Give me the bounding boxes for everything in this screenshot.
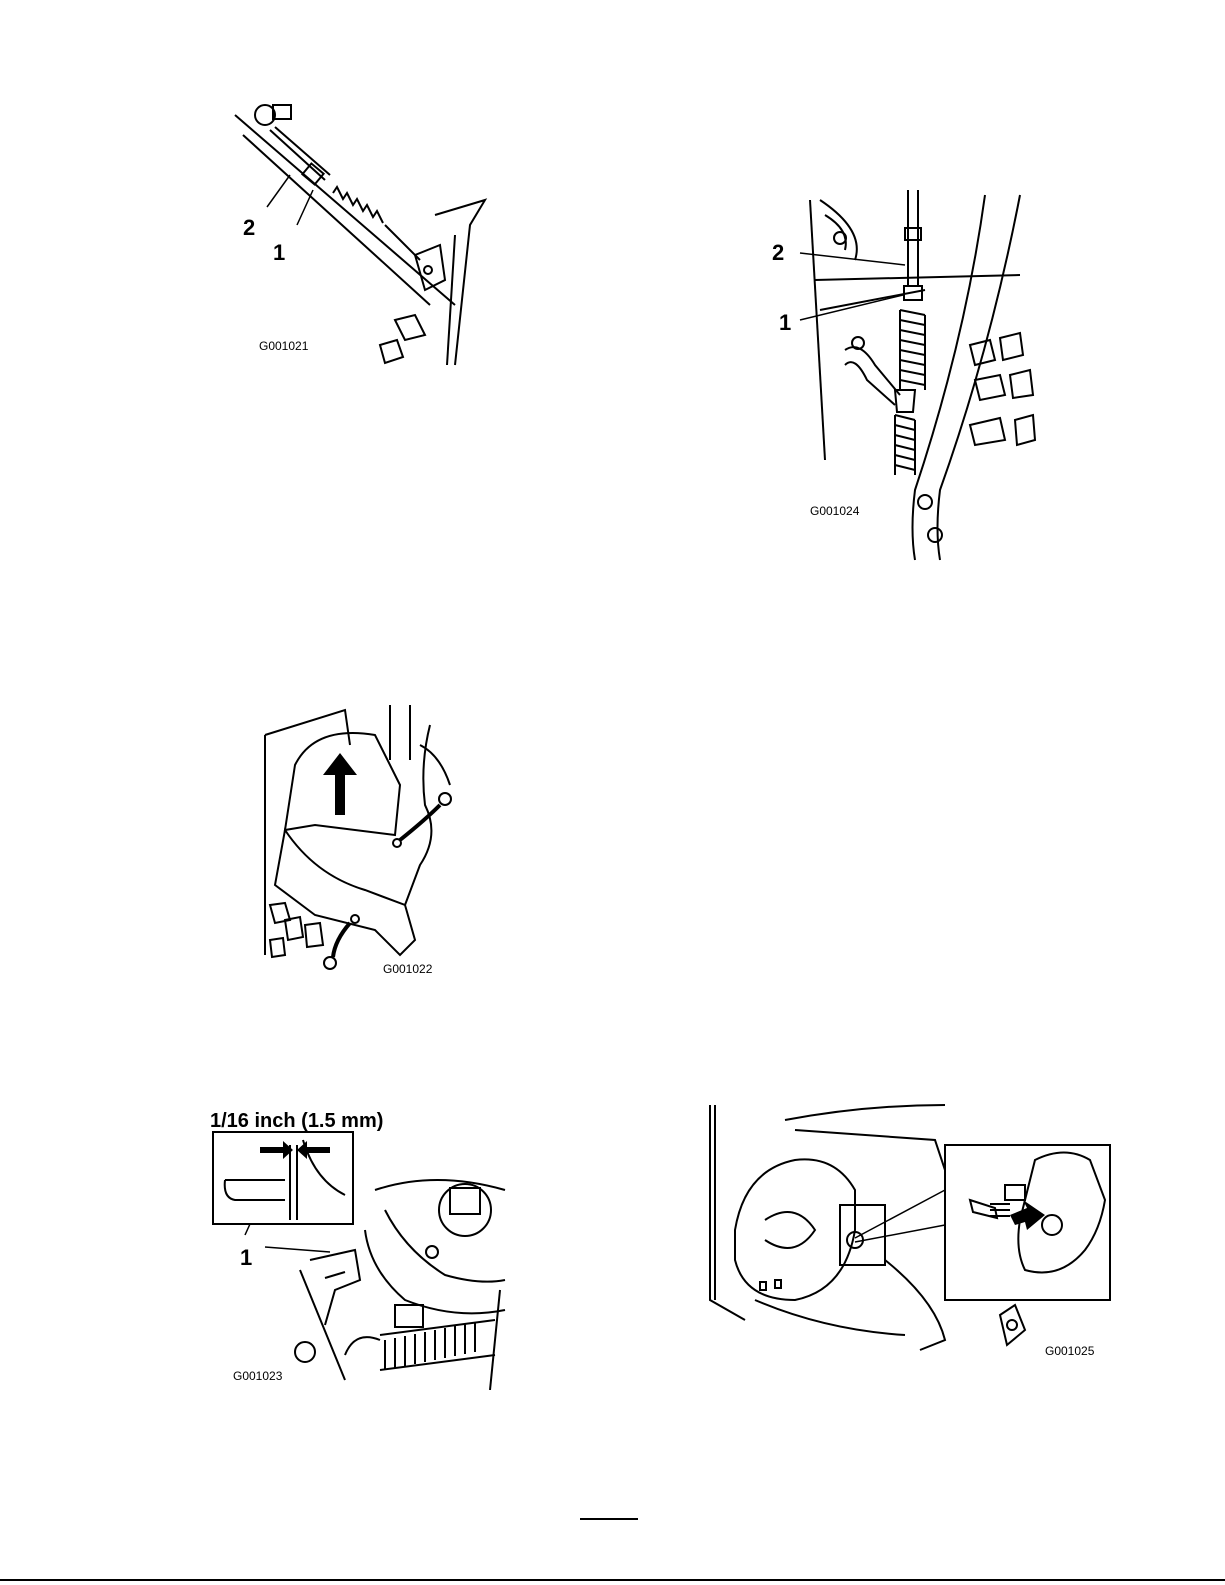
gap-dimension-label: 1/16 inch (1.5 mm): [210, 1110, 383, 1132]
curved-arrow-icon: [400, 805, 440, 840]
figure-code: G001022: [383, 962, 433, 976]
figure-g001025: G001025: [705, 1100, 1115, 1390]
figure-g001022: G001022: [255, 705, 460, 985]
callout-2: 2: [243, 215, 255, 240]
callout-1: 1: [273, 240, 285, 265]
figure-g001024: 2 1 G001024: [765, 190, 1045, 570]
figure-code: G001021: [259, 339, 309, 353]
brake-gap-illustration: 1/16 inch (1.5 mm): [205, 1100, 510, 1390]
belt-cover-removal-illustration: G001022: [255, 705, 460, 985]
callout-2: 2: [772, 240, 784, 265]
figure-g001023: 1/16 inch (1.5 mm): [205, 1100, 510, 1390]
callout-1: 1: [779, 310, 791, 335]
arrow-right-icon: [260, 1141, 293, 1159]
cable-adjust-illustration: 2 1 G001021: [225, 95, 495, 375]
bottom-rule: [0, 1579, 1225, 1581]
footer-rule: [580, 1518, 638, 1520]
up-arrow-icon: [323, 753, 357, 815]
curved-arrow-icon: [333, 923, 350, 957]
spring-cable-illustration: 2 1 G001024: [765, 190, 1045, 570]
arrow-left-icon: [297, 1141, 330, 1159]
figure-code: G001025: [1045, 1344, 1095, 1358]
figure-code: G001024: [810, 504, 860, 518]
figure-code: G001023: [233, 1369, 283, 1383]
figure-g001021: 2 1 G001021: [225, 95, 495, 375]
pulley-bolt-illustration: G001025: [705, 1100, 1115, 1390]
callout-1: 1: [240, 1245, 252, 1270]
